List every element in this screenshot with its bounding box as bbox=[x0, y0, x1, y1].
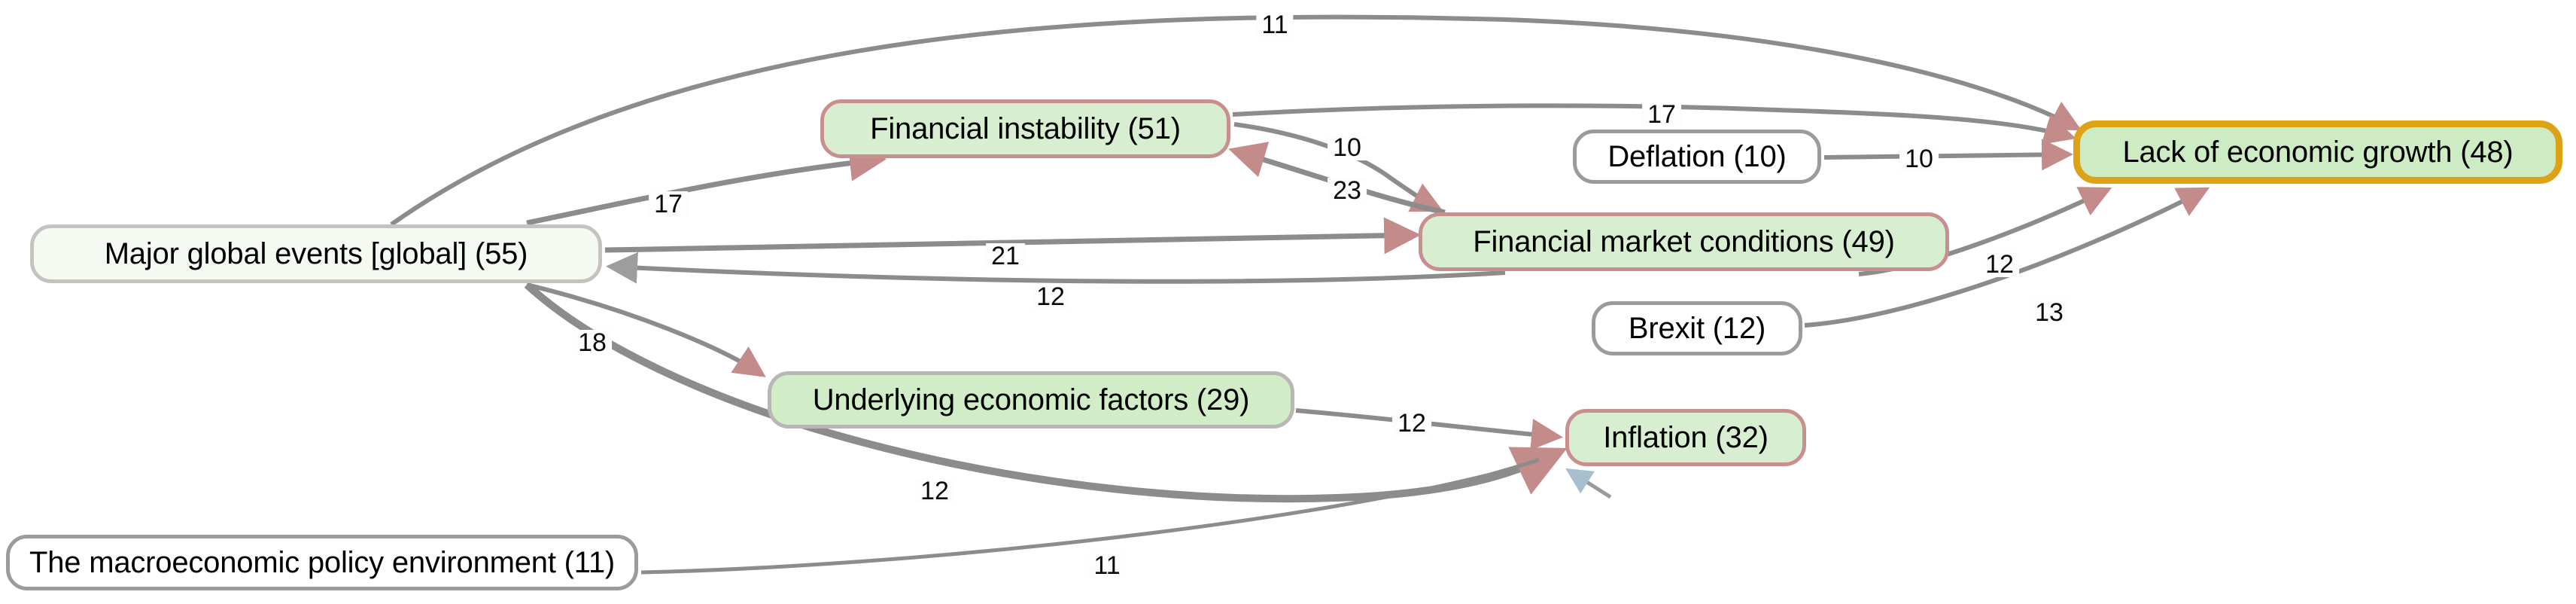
edge-label-weight: 10 bbox=[1899, 146, 1939, 172]
edge-label-weight: 21 bbox=[986, 243, 1025, 269]
node-underlying-economic-factors[interactable]: Underlying economic factors (29) bbox=[768, 371, 1294, 429]
edge-underlying-economic-factors-to-inflation[interactable] bbox=[1295, 408, 1563, 450]
node-major-global-events[interactable]: Major global events [global] (55) bbox=[30, 224, 602, 283]
node-label: Deflation (10) bbox=[1607, 139, 1787, 173]
edge-major-global-events-to-lack-of-economic-growth[interactable] bbox=[390, 14, 2082, 227]
edge-deflation-to-lack-of-economic-growth[interactable] bbox=[1823, 139, 2073, 171]
node-financial-market-conditions[interactable]: Financial market conditions (49) bbox=[1419, 212, 1949, 271]
edge-label-weight: 12 bbox=[1031, 284, 1070, 310]
node-label: Underlying economic factors (29) bbox=[812, 383, 1250, 416]
edge-financial-instability-to-lack-of-economic-growth[interactable] bbox=[1232, 103, 2076, 145]
edge-inflation-outgoing-stub[interactable] bbox=[1565, 468, 1612, 499]
edge-label-weight: 11 bbox=[1256, 12, 1294, 38]
node-label: Financial instability (51) bbox=[870, 111, 1181, 145]
edge-label-weight: 12 bbox=[915, 478, 954, 504]
node-label: Lack of economic growth (48) bbox=[2122, 135, 2514, 169]
node-lack-of-economic-growth[interactable]: Lack of economic growth (48) bbox=[2073, 120, 2562, 184]
node-label: Financial market conditions (49) bbox=[1473, 224, 1895, 258]
node-label: Major global events [global] (55) bbox=[104, 236, 528, 270]
node-financial-instability[interactable]: Financial instability (51) bbox=[820, 99, 1230, 158]
edge-financial-instability-to-financial-market-conditions[interactable] bbox=[1233, 122, 1444, 212]
edge-financial-market-conditions-to-major-global-events[interactable] bbox=[606, 252, 1506, 284]
edge-label-weight: 23 bbox=[1328, 178, 1367, 203]
edge-label-weight: 10 bbox=[1328, 135, 1367, 160]
edge-label-weight: 18 bbox=[573, 330, 612, 355]
edge-major-global-events-to-financial-market-conditions[interactable] bbox=[604, 217, 1422, 255]
edge-label-weight: 12 bbox=[1392, 410, 1431, 436]
edge-label-weight: 12 bbox=[1980, 252, 2019, 277]
edge-macroeconomic-policy-environment-to-inflation[interactable] bbox=[640, 450, 1564, 575]
edge-label-weight: 17 bbox=[649, 191, 688, 217]
node-label: The macroeconomic policy environment (11… bbox=[29, 545, 616, 579]
edge-major-global-events-to-financial-instability[interactable] bbox=[526, 144, 887, 226]
node-label: Inflation (32) bbox=[1603, 420, 1769, 454]
node-deflation[interactable]: Deflation (10) bbox=[1573, 130, 1821, 184]
node-macroeconomic-policy-environment[interactable]: The macroeconomic policy environment (11… bbox=[6, 535, 638, 590]
edge-major-global-events-to-inflation[interactable] bbox=[524, 282, 1568, 503]
node-brexit[interactable]: Brexit (12) bbox=[1592, 301, 1802, 355]
node-label: Brexit (12) bbox=[1628, 311, 1766, 345]
edge-label-weight: 13 bbox=[2030, 300, 2069, 325]
edge-label-weight: 17 bbox=[1642, 102, 1681, 127]
edge-major-global-events-to-underlying-economic-factors[interactable] bbox=[526, 282, 766, 377]
node-inflation[interactable]: Inflation (32) bbox=[1565, 409, 1806, 466]
edge-label-weight: 11 bbox=[1088, 553, 1126, 578]
